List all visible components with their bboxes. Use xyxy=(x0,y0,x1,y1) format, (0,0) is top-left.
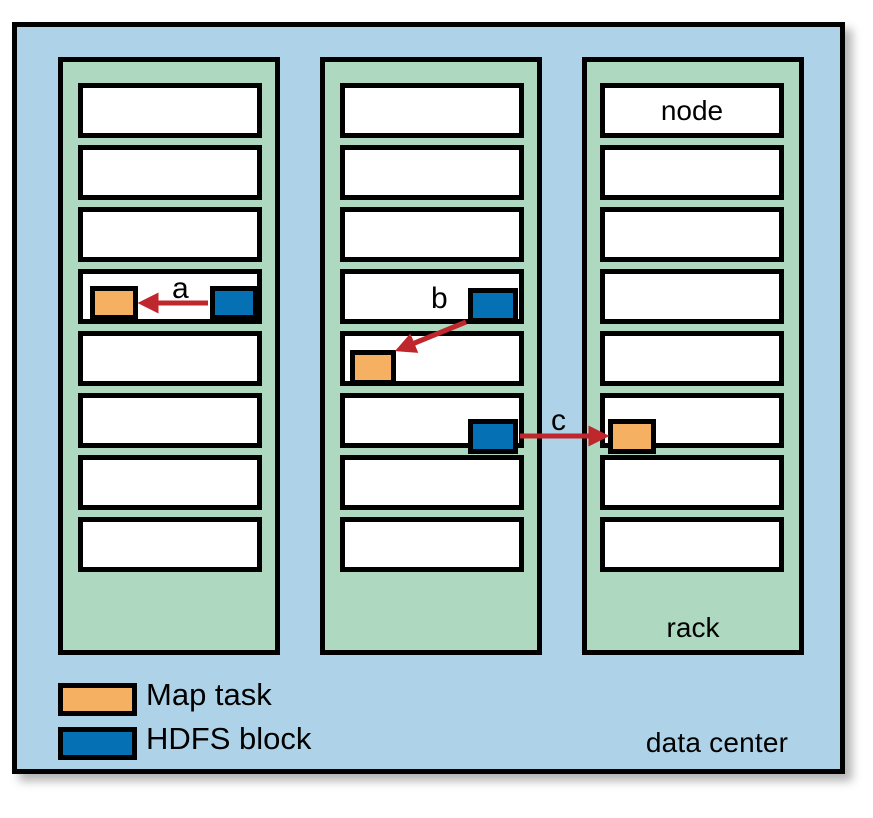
node-box xyxy=(78,455,262,510)
arrow-label: c xyxy=(551,404,566,437)
node-box xyxy=(78,331,262,386)
legend-label: Map task xyxy=(146,677,272,712)
node-box xyxy=(600,145,784,200)
legend-swatch-hdfs-block xyxy=(58,727,137,760)
map-task-chip xyxy=(608,419,656,454)
legend-swatch-map-task xyxy=(58,683,137,716)
node-box xyxy=(600,455,784,510)
map-task-chip xyxy=(350,350,396,385)
node-box xyxy=(340,455,524,510)
legend-label: HDFS block xyxy=(146,721,312,756)
node-box xyxy=(600,517,784,572)
node-box xyxy=(78,83,262,138)
node-box xyxy=(600,207,784,262)
data-center-label: data center xyxy=(645,727,789,758)
node-box xyxy=(340,145,524,200)
node-box xyxy=(78,393,262,448)
node-box xyxy=(340,83,524,138)
node-box xyxy=(78,517,262,572)
rack-label: rack xyxy=(666,612,720,643)
node-box xyxy=(340,207,524,262)
node-label: node xyxy=(660,94,724,126)
node-box xyxy=(600,269,784,324)
node-box xyxy=(340,517,524,572)
node-box xyxy=(600,331,784,386)
map-task-chip xyxy=(90,286,138,320)
hdfs-block-chip xyxy=(468,419,518,454)
hdfs-block-chip xyxy=(468,288,518,323)
node-box xyxy=(78,207,262,262)
arrow-label: a xyxy=(172,272,189,305)
arrow-label: b xyxy=(431,282,448,315)
hdfs-block-chip xyxy=(210,286,258,320)
node-box: node xyxy=(600,83,784,138)
node-box xyxy=(78,145,262,200)
